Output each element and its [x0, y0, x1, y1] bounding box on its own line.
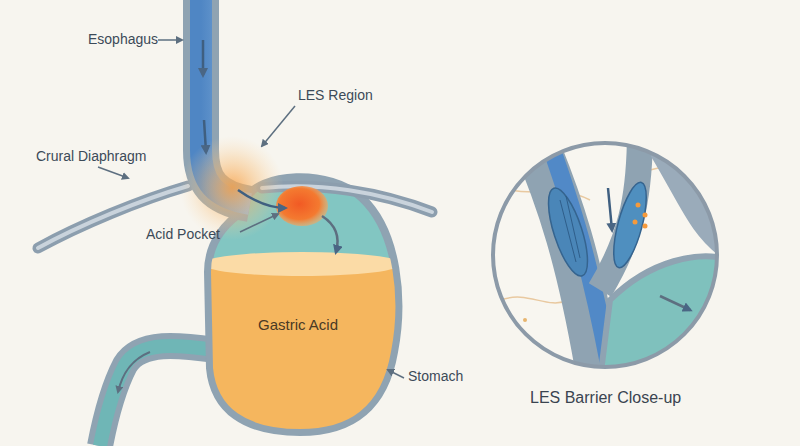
part-label: Crural Diaphragm — [36, 148, 146, 165]
region-label: Gastric Acid — [258, 316, 338, 334]
part-label: LES Region — [298, 87, 373, 104]
part-label: Stomach — [408, 368, 463, 385]
part-label: Acid Pocket — [146, 226, 220, 243]
caption-label: LES Barrier Close-up — [530, 388, 681, 407]
part-label: Esophagus — [88, 31, 158, 48]
